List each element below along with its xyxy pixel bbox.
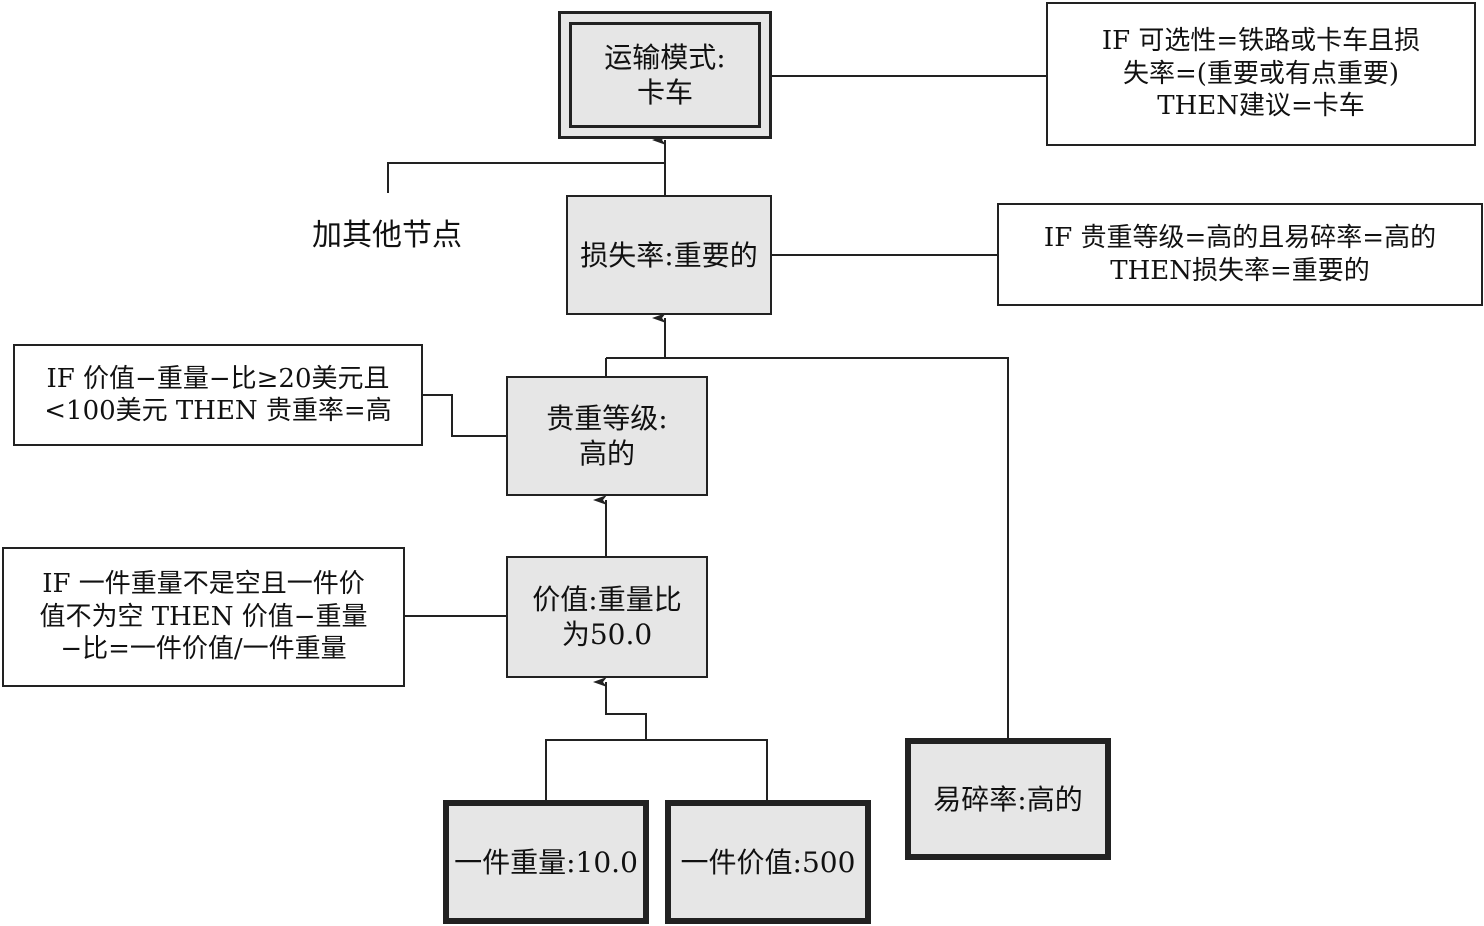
edge-value-class-rule: [423, 394, 506, 437]
value-weight-ratio-node: 价值:重量比 为50.0: [506, 556, 708, 678]
edge-add-other-nodes: [387, 162, 665, 193]
transport-mode-node: 运输模式: 卡车: [558, 11, 772, 139]
value-class-rule-box: IF 价值−重量−比≥20美元且 <100美元 THEN 贵重率=高: [13, 344, 423, 446]
add-other-nodes-label: 加其他节点: [312, 218, 462, 253]
loss-rule-box: IF 贵重等级=高的且易碎率=高的 THEN损失率=重要的: [997, 203, 1483, 306]
edge-inputs-to-ratio: [593, 677, 647, 740]
item-weight-node: 一件重量:10.0: [443, 800, 649, 924]
ratio-rule-box: IF 一件重量不是空且一件价 值不为空 THEN 价值−重量 −比=一件价值/一…: [2, 547, 405, 687]
item-value-node: 一件价值:500: [665, 800, 871, 924]
fragility-node: 易碎率:高的: [905, 738, 1111, 860]
transport-rule-box: IF 可选性=铁路或卡车且损 失率=(重要或有点重要) THEN建议=卡车: [1046, 2, 1476, 146]
value-class-node: 贵重等级: 高的: [506, 376, 708, 496]
edge-item-weight-up: [545, 739, 768, 800]
transport-mode-text: 运输模式: 卡车: [569, 22, 761, 128]
loss-rate-node: 损失率:重要的: [566, 195, 772, 315]
